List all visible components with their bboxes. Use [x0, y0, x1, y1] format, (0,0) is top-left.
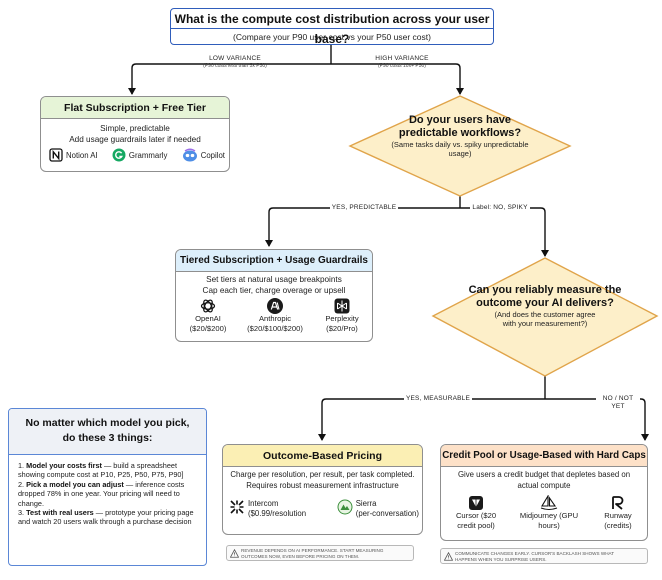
credit-pool-title: Credit Pool or Usage-Based with Hard Cap…	[441, 445, 647, 467]
cursor-icon	[469, 496, 483, 510]
outcome-flat-title: Flat Subscription + Free Tier	[41, 97, 229, 119]
example-runway: Runway (credits)	[595, 495, 641, 530]
edge-label-no-not-yet: NO / NOT YET	[596, 395, 640, 411]
edge-label-low-variance: LOW VARIANCE (P90 costs less than 5x P50…	[203, 55, 267, 69]
outcome-flat-line-2: Add usage guardrails later if needed	[69, 134, 201, 144]
example-perplexity: Perplexity ($20/Pro)	[314, 298, 370, 333]
anthropic-icon	[267, 298, 283, 314]
decision-measure-text: Can you reliably measure the outcome you…	[445, 284, 645, 328]
advice-item-1: 1. Model your costs first — build a spre…	[18, 461, 184, 480]
decision-measure-question-1: Can you reliably measure the	[468, 284, 622, 296]
decision-predictable-text: Do your users have predictable workflows…	[370, 114, 550, 158]
outcome-tiered-line-1: Set tiers at natural usage breakpoints	[206, 275, 342, 284]
example-openai: OpenAI ($20/$200)	[180, 298, 236, 333]
sierra-icon	[337, 499, 353, 515]
example-notion: Notion AI	[49, 148, 98, 162]
advice-item-2: 2. Pick a model you can adjust — inferen…	[18, 479, 185, 508]
copilot-icon	[182, 148, 197, 162]
root-question: What is the compute cost distribution ac…	[171, 9, 493, 46]
warning-icon	[444, 552, 453, 561]
decision-predictable-question-2: predictable workflows?	[398, 127, 522, 139]
decision-predictable-sub-2: usage)	[448, 149, 472, 158]
edge-yes-predictable	[265, 207, 460, 247]
outcome-based-note: REVENUE DEPENDS ON AI PERFORMANCE. START…	[226, 545, 414, 561]
outcome-outcome-based-pricing: Outcome-Based Pricing Charge per resolut…	[222, 444, 423, 535]
example-copilot: Copilot	[182, 148, 225, 162]
root-question-box: What is the compute cost distribution ac…	[170, 8, 494, 46]
edge-label-no-spiky: Label: NO, SPIKY	[470, 204, 530, 212]
decision-predictable-question-1: Do your users have	[408, 114, 512, 126]
example-midjourney: Midjourney (GPU hours)	[517, 495, 581, 530]
outcome-flat-line-1: Simple, predictable	[100, 124, 170, 133]
outcome-tiered-subscription: Tiered Subscription + Usage Guardrails S…	[175, 249, 373, 342]
edge-label-yes-measurable: YES, MEASURABLE	[404, 395, 472, 403]
intercom-icon	[230, 500, 244, 514]
decision-measure-sub-1: (And does the customer agree	[494, 310, 596, 319]
advice-list: 1. Model your costs first — build a spre…	[9, 455, 206, 527]
perplexity-icon	[334, 298, 350, 314]
example-grammarly: Grammarly	[112, 148, 167, 162]
notion-icon	[49, 148, 63, 162]
grammarly-icon	[112, 148, 126, 162]
outcome-based-line-2: Requires robust measurement infrastructu…	[246, 480, 399, 490]
credit-pool-line-2: actual compute	[517, 480, 571, 490]
credit-pool-note: COMMUNICATE CHANGES EARLY. CURSOR'S BACK…	[440, 548, 648, 564]
example-anthropic: Anthropic ($20/$100/$200)	[240, 298, 310, 333]
credit-pool-line-1: Give users a credit budget that depletes…	[457, 470, 631, 479]
decision-measure-question-2: outcome your AI delivers?	[476, 297, 614, 309]
outcome-flat-subscription: Flat Subscription + Free Tier Simple, pr…	[40, 96, 230, 172]
example-cursor: Cursor ($20 credit pool)	[449, 495, 503, 530]
root-subtitle: (Compare your P90 user cost vs your P50 …	[233, 32, 431, 42]
outcome-based-title: Outcome-Based Pricing	[223, 445, 422, 467]
outcome-credit-pool: Credit Pool or Usage-Based with Hard Cap…	[440, 444, 648, 541]
edge-no-spiky	[460, 207, 549, 257]
example-sierra: Sierra(per-conversation)	[337, 499, 419, 518]
advice-box: No matter which model you pick, do these…	[8, 408, 207, 566]
midjourney-icon	[540, 495, 558, 511]
edge-yes-measurable	[318, 398, 545, 441]
runway-icon	[612, 496, 624, 510]
advice-item-3: 3. Test with real users — prototype your…	[18, 508, 194, 527]
example-intercom: Intercom($0.99/resolution	[229, 499, 306, 518]
outcome-tiered-line-2: Cap each tier, charge overage or upsell	[202, 285, 346, 295]
warning-icon	[230, 549, 239, 558]
decision-measure-sub-2: with your measurement?)	[502, 319, 588, 328]
advice-title: No matter which model you pick, do these…	[9, 409, 206, 455]
openai-icon	[200, 299, 216, 313]
edge-label-yes-predictable: YES, PREDICTABLE	[330, 204, 398, 212]
edge-label-high-variance: HIGH VARIANCE (P90 costs 10x+ P50)	[375, 55, 429, 69]
outcome-tiered-title: Tiered Subscription + Usage Guardrails	[176, 250, 372, 272]
decision-predictable-sub-1: (Same tasks daily vs. spiky unpredictabl…	[391, 140, 529, 149]
outcome-based-line-1: Charge per resolution, per result, per t…	[230, 470, 415, 479]
